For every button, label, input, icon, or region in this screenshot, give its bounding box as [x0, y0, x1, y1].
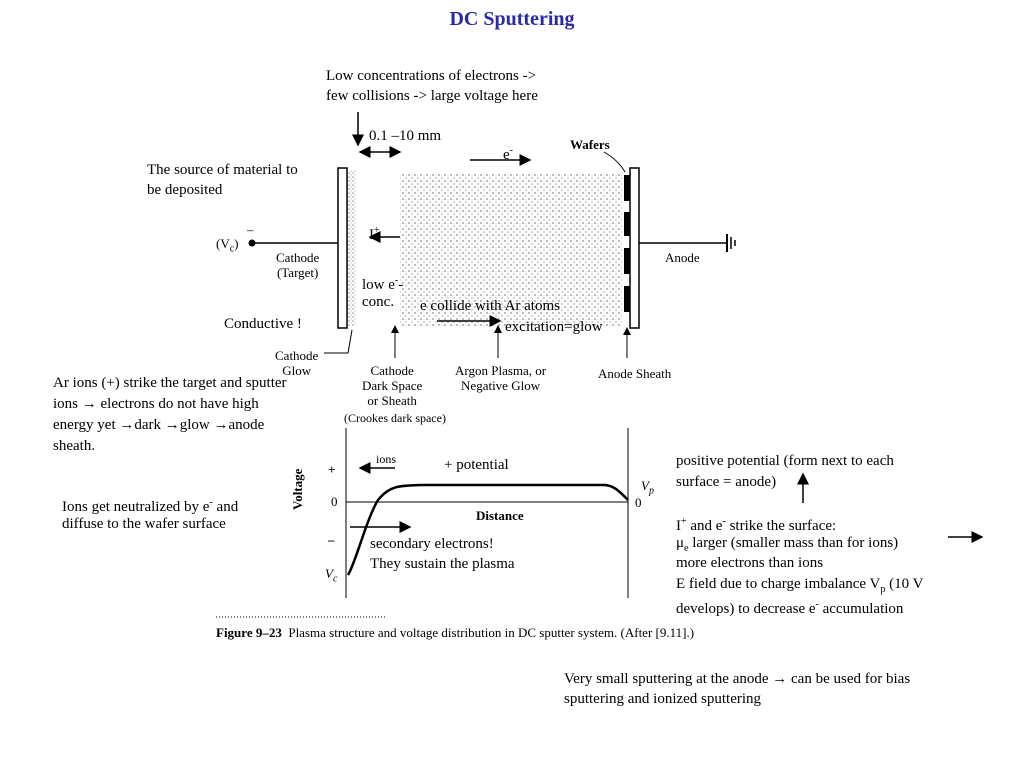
figure-caption: Figure 9–23 Plasma structure and voltage…: [216, 625, 695, 640]
voltage-curve: [346, 483, 629, 576]
thickness-label: 0.1 –10 mm: [369, 128, 442, 144]
positive-potential-note-line1: positive potential (form next to each: [676, 453, 894, 469]
plot-zero-left: 0: [331, 494, 338, 509]
low-e-label-line2: conc.: [362, 294, 395, 310]
bias-note-line2: sputtering and ionized sputtering: [564, 691, 762, 707]
secondary-note-line2: They sustain the plasma: [370, 556, 515, 572]
vc-label: (Vc): [216, 236, 239, 255]
strike-note-line3: more electrons than ions: [676, 555, 824, 571]
strike-note-line1: I+ and e- strike the surface:: [676, 516, 837, 534]
wafer: [624, 212, 630, 236]
wafer: [624, 175, 630, 201]
bias-note-line1: Very small sputtering at the anode → can…: [564, 671, 911, 687]
secondary-note-line1: secondary electrons!: [370, 536, 494, 552]
distance-axis-label: Distance: [476, 508, 524, 523]
plot-vc-label: Vc: [325, 566, 338, 585]
plot-vp-label: Vp: [641, 478, 654, 497]
cathode-target: [337, 167, 348, 329]
source-note-line2: be deposited: [147, 182, 223, 198]
low-concentration-note-line2: few collisions -> large voltage here: [326, 88, 538, 104]
cathode-minus-sign: –: [247, 222, 254, 237]
cathode-label: Cathode(Target): [276, 250, 320, 280]
wafer: [624, 286, 630, 312]
ions-label: ions: [376, 452, 397, 466]
anode-label: Anode: [665, 250, 700, 265]
wafer: [624, 248, 630, 274]
neutralized-note-line1: Ions get neutralized by e- and: [62, 497, 239, 515]
plot-zero-right: 0: [635, 495, 642, 510]
strike-note-line4: E field due to charge imbalance Vp (10 V: [676, 576, 924, 595]
ground-icon: [726, 234, 736, 252]
argon-plasma: [400, 174, 622, 326]
page-title: DC Sputtering: [449, 8, 575, 30]
source-note-line1: The source of material to: [147, 162, 298, 178]
strike-note-line5: develops) to decrease e- accumulation: [676, 599, 904, 617]
voltage-axis-label: Voltage: [290, 468, 305, 510]
neutralized-note-line2: diffuse to the wafer surface: [62, 516, 226, 532]
ar-ions-note-line2: ions → electrons do not have high: [53, 396, 259, 412]
collide-note: e collide with Ar atoms: [420, 298, 560, 314]
strike-note-line2: μe larger (smaller mass than for ions): [676, 535, 899, 554]
ar-ions-note-line1: Ar ions (+) strike the target and sputte…: [53, 375, 287, 391]
cathode-glow: [348, 170, 356, 326]
glow-note: excitation=glow: [505, 319, 603, 335]
crookes-label: (Crookes dark space): [344, 411, 446, 425]
conductive-note: Conductive !: [224, 316, 302, 332]
anode-sheath-label: Anode Sheath: [598, 366, 672, 381]
electron-label: e-: [503, 145, 514, 163]
plus-potential-label: + potential: [444, 457, 509, 473]
positive-potential-note-line2: surface = anode): [676, 474, 777, 490]
ar-ions-note-line4: sheath.: [53, 438, 96, 454]
wafers-label: Wafers: [570, 137, 610, 152]
ar-ions-note-line3: energy yet →dark →glow →anode: [53, 417, 265, 433]
low-e-label-line1: low e--: [362, 275, 404, 293]
low-concentration-note-line1: Low concentrations of electrons ->: [326, 68, 537, 84]
ion-label: I+: [369, 225, 380, 243]
plot-minus-sign: –: [328, 532, 335, 547]
plot-plus-sign: +: [328, 462, 336, 477]
anode-plate: [629, 167, 640, 329]
